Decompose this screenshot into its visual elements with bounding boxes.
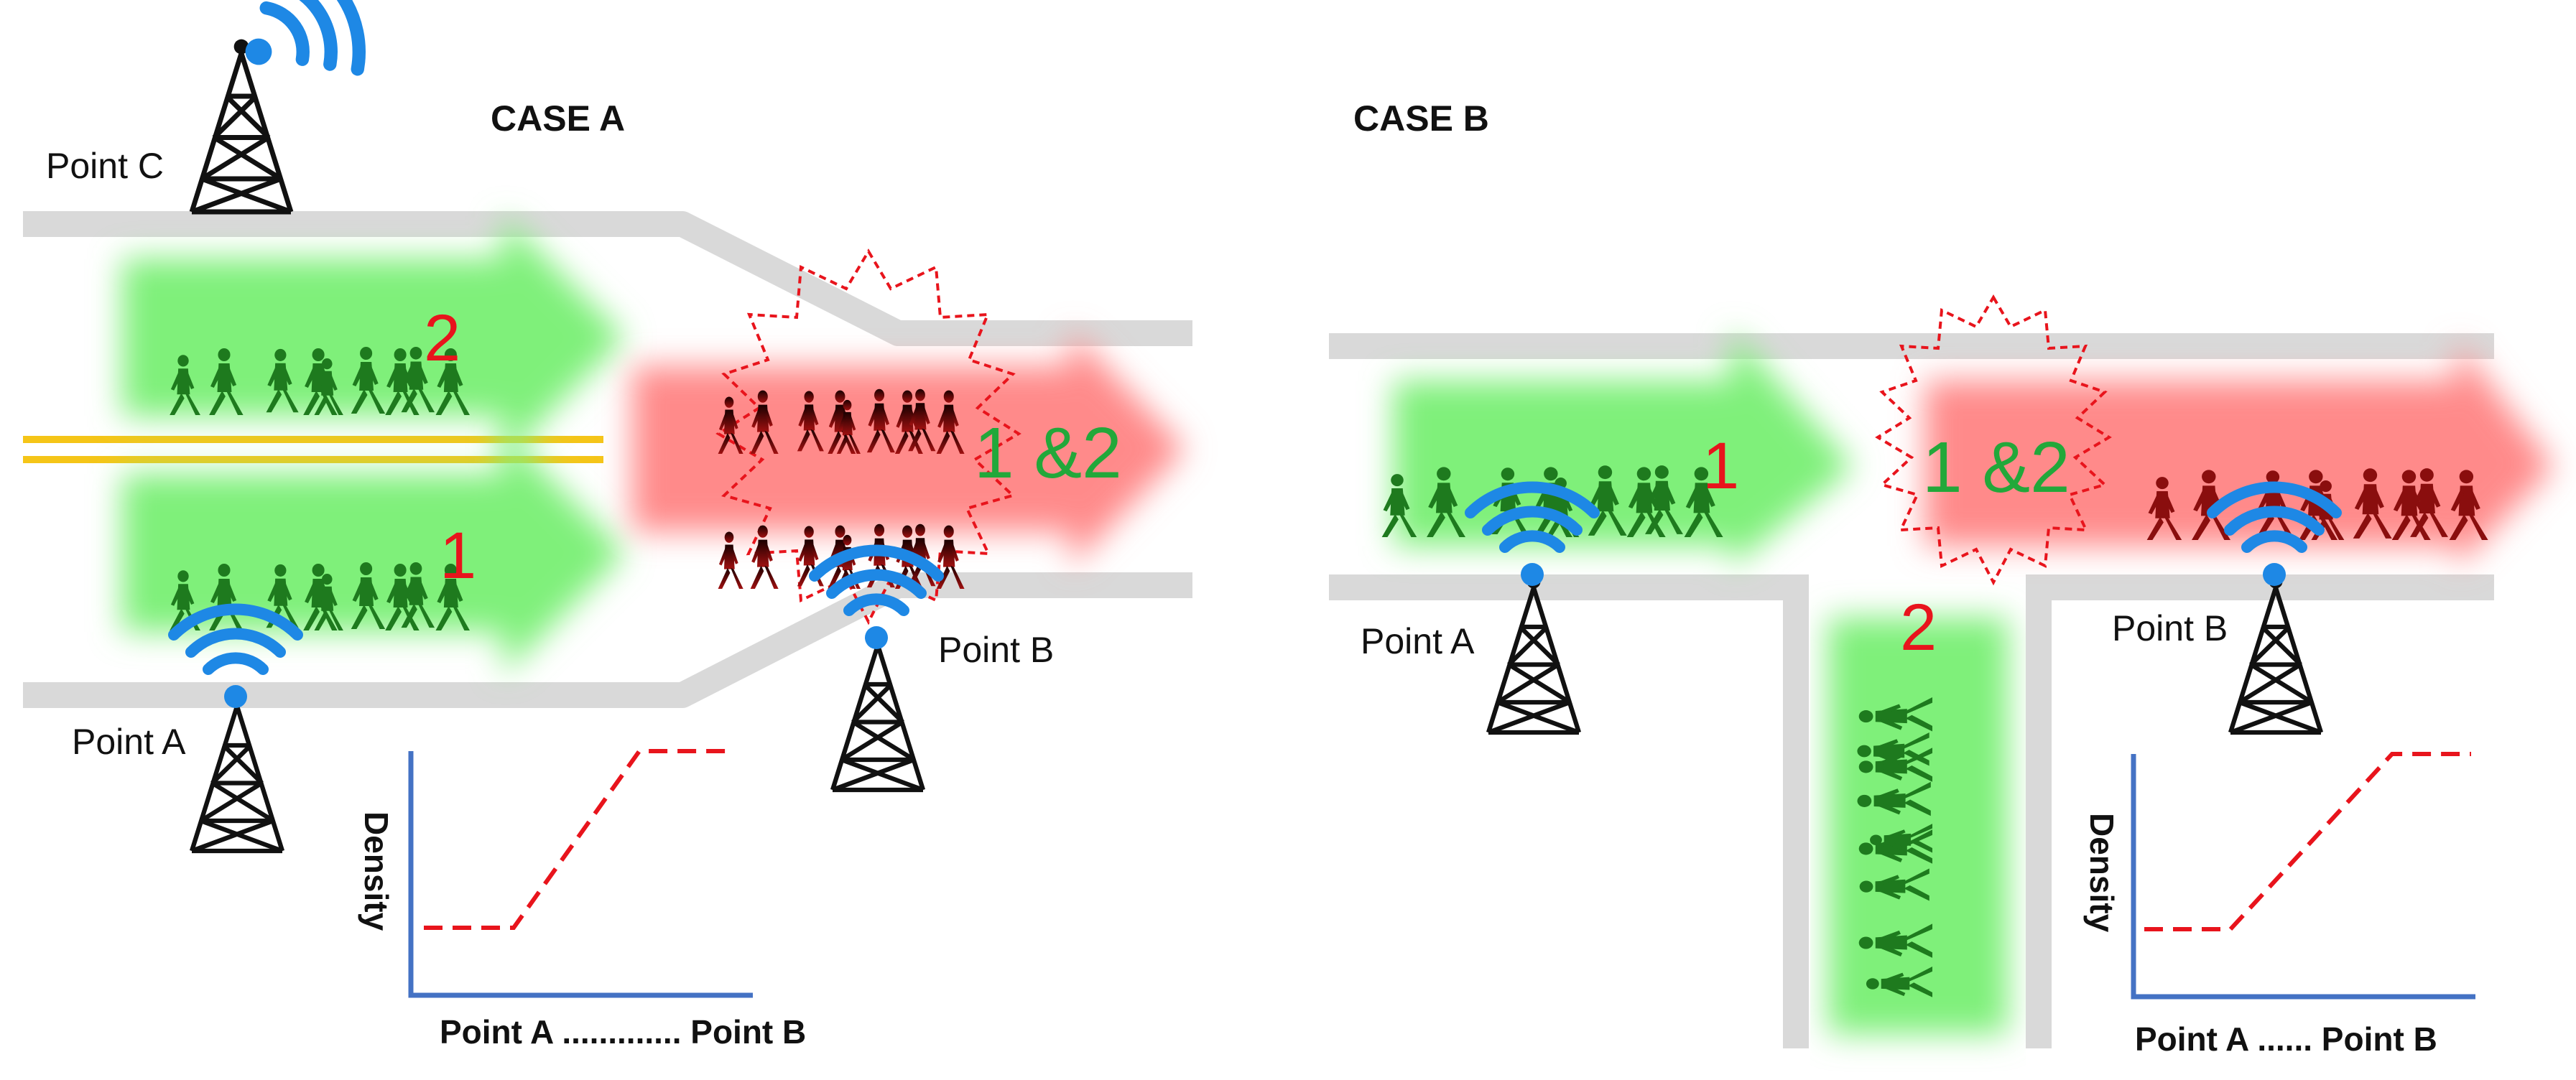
- case-b-density-chart: Density Point A ...... Point B: [2083, 752, 2475, 1058]
- density-line: [2144, 752, 2471, 931]
- case-a-point-b-label: Point B: [938, 630, 1054, 670]
- case-b-stream-side-label: 2: [1900, 591, 1937, 664]
- crowd-burst-icon: [715, 248, 1021, 625]
- case-a-stream-bottom-label: 1: [440, 519, 476, 592]
- crowd-burst-icon: [1875, 294, 2112, 586]
- case-b-panel: 1 2 1 &2 CASE B Point A Point B Density …: [1329, 98, 2554, 1058]
- case-a-merged-label: 1 &2: [974, 413, 1122, 493]
- case-b-merged-label: 1 &2: [1922, 427, 2070, 508]
- cell-tower-icon: [192, 39, 291, 212]
- case-b-title: CASE B: [1353, 98, 1489, 139]
- case-a-chart-ylabel: Density: [358, 811, 395, 931]
- case-a-panel: 2 1 1 &2 CASE A Point C Point A Point B …: [23, 0, 1192, 1051]
- case-a-density-chart: Density Point A ............. Point B: [358, 749, 806, 1051]
- cell-tower-icon: [192, 694, 282, 851]
- case-a-flow-arrow-top: [122, 215, 625, 460]
- case-b-stream-main-label: 1: [1702, 429, 1739, 503]
- case-a-stream-top-label: 2: [424, 302, 460, 375]
- axis: [408, 751, 753, 998]
- density-line: [424, 749, 726, 930]
- case-b-point-a-label: Point A: [1361, 621, 1475, 661]
- case-a-chart-xlabel: Point A ............. Point B: [440, 1013, 806, 1051]
- cell-tower-icon: [833, 633, 923, 790]
- case-a-point-a-label: Point A: [72, 722, 186, 762]
- case-a-point-c-label: Point C: [46, 146, 164, 186]
- case-a-flow-arrow-bottom: [122, 431, 625, 675]
- axis: [2131, 754, 2475, 1000]
- case-b-flow-arrow-side: [1828, 618, 2008, 1034]
- case-b-chart-ylabel: Density: [2083, 813, 2121, 933]
- case-b-point-b-label: Point B: [2112, 608, 2228, 648]
- case-a-title: CASE A: [491, 98, 625, 139]
- case-b-chart-xlabel: Point A ...... Point B: [2135, 1020, 2437, 1058]
- case-a-road: [23, 211, 1192, 708]
